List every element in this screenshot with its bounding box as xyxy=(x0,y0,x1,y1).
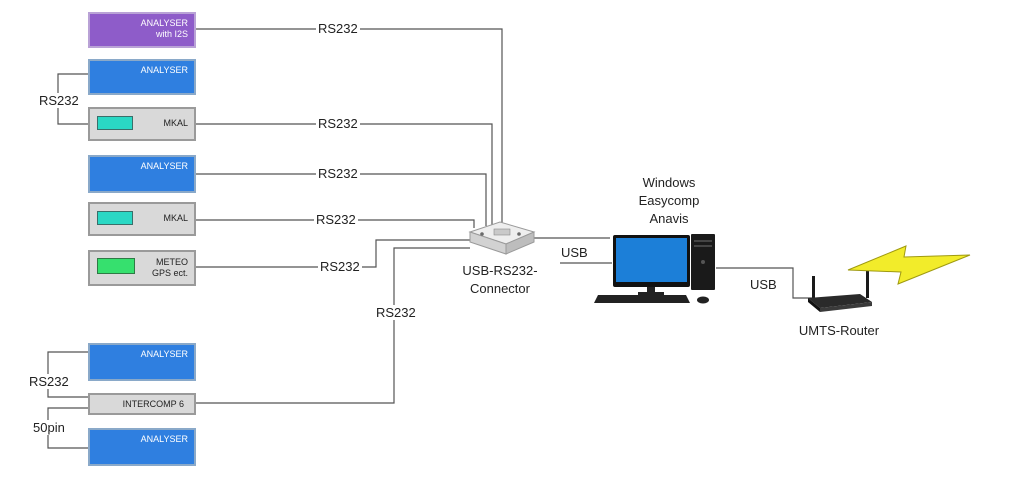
umts-router-icon xyxy=(808,270,872,312)
analyser-label-3: ANALYSER xyxy=(140,349,188,359)
mkal-label-2: MKAL xyxy=(163,213,188,223)
analyser-box-1: ANALYSER xyxy=(88,59,196,95)
mkal-display-2 xyxy=(97,211,133,225)
analyser-label-2: ANALYSER xyxy=(140,161,188,171)
rs232-left-label-top: RS232 xyxy=(37,93,81,108)
analyser-i2s-label: ANALYSER with I2S xyxy=(140,18,188,39)
usb-label-1: USB xyxy=(561,245,588,260)
lightning-bolt-icon xyxy=(847,245,971,285)
rs232-label-1: RS232 xyxy=(316,21,360,36)
meteo-label: METEO GPS ect. xyxy=(151,257,188,278)
connector-label: USB-RS232- Connector xyxy=(462,263,538,296)
rs232-left-label-bottom: RS232 xyxy=(27,374,71,389)
meteo-box: METEO GPS ect. xyxy=(88,250,196,286)
wire-intercomp xyxy=(196,247,470,404)
rs232-label-6: RS232 xyxy=(374,305,418,320)
analyser-box-4: ANALYSER xyxy=(88,428,196,466)
pc-label: Windows Easycomp Anavis xyxy=(638,175,700,226)
pin50-label: 50pin xyxy=(31,420,67,435)
usb-rs232-connector-icon xyxy=(468,221,536,255)
analyser-box-3: ANALYSER xyxy=(88,343,196,381)
analyser-label-1: ANALYSER xyxy=(140,65,188,75)
desktop-pc-icon xyxy=(594,234,715,304)
rs232-label-5: RS232 xyxy=(318,259,362,274)
mkal-label-1: MKAL xyxy=(163,118,188,128)
wire-meteo xyxy=(196,239,470,268)
wire-analyser-2 xyxy=(196,173,487,226)
rs232-label-3: RS232 xyxy=(316,166,360,181)
mkal-display-1 xyxy=(97,116,133,130)
wire-mkal-2 xyxy=(196,219,475,228)
rs232-label-4: RS232 xyxy=(314,212,358,227)
mkal-box-2: MKAL xyxy=(88,202,196,236)
wire-analyser-i2s xyxy=(196,28,503,225)
analyser-box-2: ANALYSER xyxy=(88,155,196,193)
wire-pc-router xyxy=(716,267,812,299)
analyser-i2s-box: ANALYSER with I2S xyxy=(88,12,196,48)
usb-label-2: USB xyxy=(750,277,777,292)
wire-mkal-1 xyxy=(196,123,493,225)
intercomp-box: INTERCOMP 6 xyxy=(88,393,196,415)
rs232-label-2: RS232 xyxy=(316,116,360,131)
mkal-box-1: MKAL xyxy=(88,107,196,141)
intercomp-label: INTERCOMP 6 xyxy=(122,399,184,409)
router-label: UMTS-Router xyxy=(798,323,880,338)
analyser-label-4: ANALYSER xyxy=(140,434,188,444)
meteo-display xyxy=(97,258,135,274)
